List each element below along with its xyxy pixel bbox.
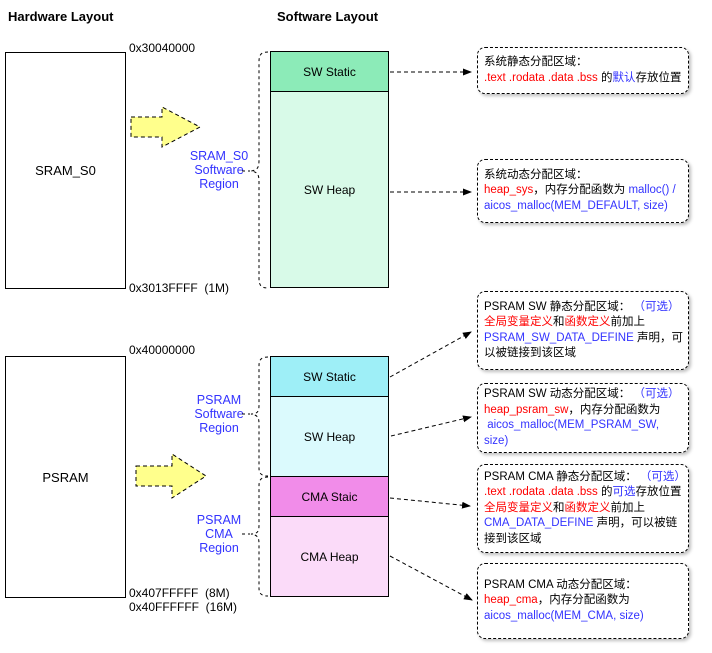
segment-label: CMA Staic	[301, 489, 358, 504]
annotation-line: CMA_DATA_DEFINE 声明，可以被链	[484, 517, 678, 530]
arrow-cma-static-to-note5	[389, 497, 471, 509]
sram-mapping-arrow-icon	[130, 106, 202, 148]
annotation-line: .text .rodata .data .bss 的默认存放位置	[484, 71, 682, 84]
annotation-line: PSRAM CMA 动态分配区域：	[484, 578, 637, 591]
software-segment-sram-sw-static: SW Static	[270, 51, 389, 92]
psram-block: PSRAM	[5, 356, 126, 598]
software-segment-psram-cma-static: CMA Staic	[270, 476, 389, 517]
arrow-cma-heap-to-note6	[389, 555, 473, 601]
psram-mapping-arrow-icon	[135, 453, 207, 499]
annotation-line: 以被链接到该区域	[484, 347, 576, 359]
annotation-line: aicos_malloc(MEM_CMA, size)	[484, 609, 644, 622]
software-segment-sram-sw-heap: SW Heap	[270, 91, 389, 288]
annotation-line: heap_cma，内存分配函数为	[484, 594, 630, 607]
annotation-line: .text .rodata .data .bss 的可选存放位置	[484, 486, 682, 499]
annotation-line: aicos_malloc(MEM_DEFAULT, size)	[484, 199, 668, 212]
address-psram-bottom-16m: 0x40FFFFFF (16M)	[129, 600, 238, 614]
annotation-psram-cma-heap: PSRAM CMA 动态分配区域： heap_cma，内存分配函数为 aicos_m…	[477, 563, 689, 639]
address-sram-bottom: 0x3013FFFF (1M)	[129, 281, 230, 295]
annotation-line: heap_sys，内存分配函数为 malloc() /	[484, 184, 676, 197]
software-layout-title: Software Layout	[277, 9, 379, 24]
annotation-line: 接到该区域	[484, 532, 542, 545]
annotation-line: PSRAM SW 动态分配区域： （可选）	[484, 388, 680, 400]
segment-label: SW Heap	[303, 182, 356, 197]
sram-software-region-label: SRAM_S0 Software Region	[189, 149, 249, 191]
sram-s0-label: SRAM_S0	[35, 163, 96, 178]
psram-label: PSRAM	[42, 469, 89, 485]
annotation-psram-cma-static: PSRAM CMA 静态分配区域： （可选） .text .rodata .dat…	[477, 464, 689, 553]
psram-cma-region-label: PSRAM CMA Region	[196, 513, 242, 555]
annotation-line: 全局变量定义和函数定义前加上	[484, 316, 645, 328]
address-psram-bottom-8m: 0x407FFFFF (8M)	[129, 586, 230, 600]
hardware-layout-title: Hardware Layout	[8, 9, 114, 24]
annotation-psram-sw-static: PSRAM SW 静态分配区域： （可选） 全局变量定义和函数定义前加上 PSRAM…	[477, 291, 689, 370]
psram-software-region-label: PSRAM Software Region	[194, 393, 244, 435]
annotation-line: 系统动态分配区域：	[484, 168, 588, 181]
segment-label: SW Heap	[303, 429, 356, 444]
annotation-line: 系统静态分配区域：	[484, 56, 588, 68]
annotation-line: aicos_malloc(MEM_PSRAM_SW,	[484, 419, 660, 431]
segment-label: SW Static	[303, 369, 356, 384]
annotation-psram-sw-heap: PSRAM SW 动态分配区域： （可选） heap_psram_sw，内存分配函…	[477, 383, 689, 453]
annotation-sys-static: 系统静态分配区域： .text .rodata .data .bss 的默认存放位…	[477, 47, 689, 94]
segment-label: SW Static	[303, 64, 356, 79]
annotation-line: PSRAM_SW_DATA_DEFINE 声明，可	[484, 331, 683, 344]
annotation-line: size)	[484, 434, 509, 447]
annotation-line: heap_psram_sw，内存分配函数为	[484, 403, 661, 416]
address-sram-top: 0x30040000	[129, 41, 196, 55]
software-segment-psram-cma-heap: CMA Heap	[270, 516, 389, 597]
sram-s0-block: SRAM_S0	[5, 52, 126, 289]
annotation-line: PSRAM SW 静态分配区域： （可选）	[484, 300, 680, 313]
arrow-psram-heap-to-note4	[390, 415, 472, 437]
arrow-psram-static-to-note3	[389, 331, 472, 378]
software-segment-psram-sw-heap: SW Heap	[270, 396, 389, 477]
address-psram-top: 0x40000000	[129, 343, 196, 357]
annotation-line: PSRAM CMA 静态分配区域： （可选）	[484, 470, 686, 483]
annotation-sys-heap: 系统动态分配区域： heap_sys，内存分配函数为 malloc() / aico…	[477, 159, 689, 223]
software-segment-psram-sw-static: SW Static	[270, 356, 389, 397]
annotation-line: 全局变量定义和函数定义前加上	[484, 501, 645, 514]
segment-label: CMA Heap	[300, 549, 359, 564]
